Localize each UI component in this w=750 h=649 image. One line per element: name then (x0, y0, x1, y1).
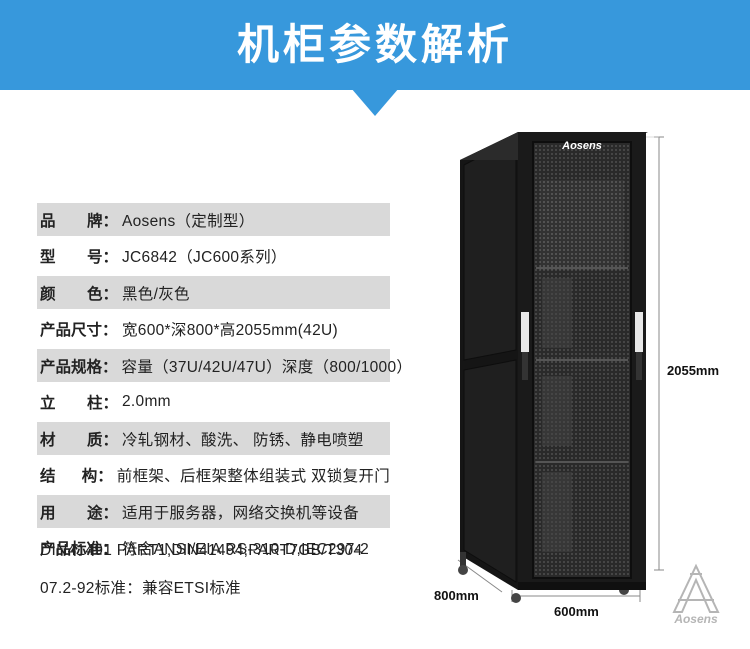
spec-label: 产品尺寸： (37, 318, 120, 340)
spec-continuation-line-2: 07.2-92标准：兼容ETSI标准 (40, 580, 241, 597)
spec-label-text: 途： (86, 504, 118, 522)
spec-label-text: 产品标准： (40, 541, 118, 558)
spec-value: 宽600*深800*高2055mm(42U) (122, 322, 338, 339)
spec-value: 容量（37U/42U/47U）深度（800/1000） (121, 358, 413, 376)
spec-row: 结 构：前框架、后框架整体组装式 双锁复开门 (37, 459, 390, 492)
spec-label-text: 牌： (86, 212, 118, 230)
spec-label-text: 产品规格： (40, 358, 118, 376)
spec-label-text: 用 (40, 504, 56, 522)
spec-label-text: 色： (86, 285, 118, 303)
spec-value: 2.0mm (122, 393, 171, 410)
spec-value: JC6842（JC600系列） (122, 249, 287, 266)
spec-label: 产品规格： (37, 355, 120, 377)
spec-label-text: 柱： (86, 395, 118, 412)
spec-label-text: 立 (40, 395, 56, 412)
spec-label-text: 结 (40, 468, 56, 485)
spec-label: 型 号： (37, 245, 120, 267)
spec-label: 材 质： (37, 428, 120, 450)
spec-row: 品 牌：Aosens（定制型） (37, 203, 390, 236)
spec-value: 适用于服务器，网络交换机等设备 (122, 504, 360, 522)
cabinet-svg (457, 132, 664, 603)
spec-label: 用 途： (37, 501, 120, 523)
spec-label-text: 构： (81, 468, 113, 485)
brand-logo-icon (672, 563, 720, 613)
spec-label-text: 品 (40, 212, 56, 230)
spec-label-text: 产品尺寸： (40, 322, 118, 339)
spec-row: 材 质：冷轧钢材、酸洗、 防锈、静电喷塑 (37, 422, 390, 455)
spec-label-text: 质： (86, 431, 118, 449)
spec-label: 结 构： (37, 464, 115, 486)
spec-label-text: 型 (40, 249, 56, 266)
spec-label: 产品标准： (37, 537, 120, 559)
spec-value: Aosens（定制型） (122, 212, 255, 230)
page-title: 机柜参数解析 (236, 21, 513, 68)
height-dimension-label: 2055mm (667, 363, 720, 378)
spec-row: 立 柱：2.0mm (37, 386, 390, 419)
spec-label: 立 柱： (37, 391, 120, 413)
spec-label-text: 材 (40, 431, 56, 449)
spec-value: 符合ANSI/EIA RS-310-D,IEC297-2 (122, 541, 370, 558)
brand-logo: Aosens (664, 560, 728, 630)
depth-dimension-label: 800mm (434, 588, 479, 603)
width-dimension-label: 600mm (554, 604, 599, 619)
spec-row: 产品规格：容量（37U/42U/47U）深度（800/1000） (37, 349, 412, 382)
spec-value: 前框架、后框架整体组装式 双锁复开门 (116, 468, 390, 485)
spec-label: 颜 色： (37, 282, 120, 304)
spec-row: 颜 色：黑色/灰色 (37, 276, 390, 309)
spec-list: 品 牌：Aosens（定制型） 型 号：JC6842（JC600系列） 颜 色：黑色/灰色… (37, 203, 412, 568)
spec-row: 产品尺寸：宽600*深800*高2055mm(42U) (37, 313, 390, 346)
brand-logo-text: Aosens (674, 612, 718, 626)
spec-value: 黑色/灰色 (122, 285, 190, 303)
spec-label-text: 颜 (40, 285, 56, 303)
door-brand-label: Aosens (562, 140, 602, 152)
spec-row: 用 途：适用于服务器，网络交换机等设备 (37, 495, 390, 528)
spec-value: 冷轧钢材、酸洗、 防锈、静电喷塑 (122, 431, 364, 449)
spec-row: 型 号：JC6842（JC600系列） (37, 240, 390, 273)
banner-pointer (351, 88, 399, 116)
spec-label-text: 号： (86, 249, 118, 266)
header-banner (0, 0, 750, 90)
spec-row: 产品标准：符合ANSI/EIA RS-310-D,IEC297-2 (37, 532, 390, 565)
cabinet-illustration: Aosens 2055mm 800mm 600mm (430, 120, 750, 644)
spec-label: 品 牌： (37, 209, 120, 231)
spec-continuation-line-1: DIN41491 PART1,DIN41494;PART7GB/T304 (40, 542, 363, 559)
